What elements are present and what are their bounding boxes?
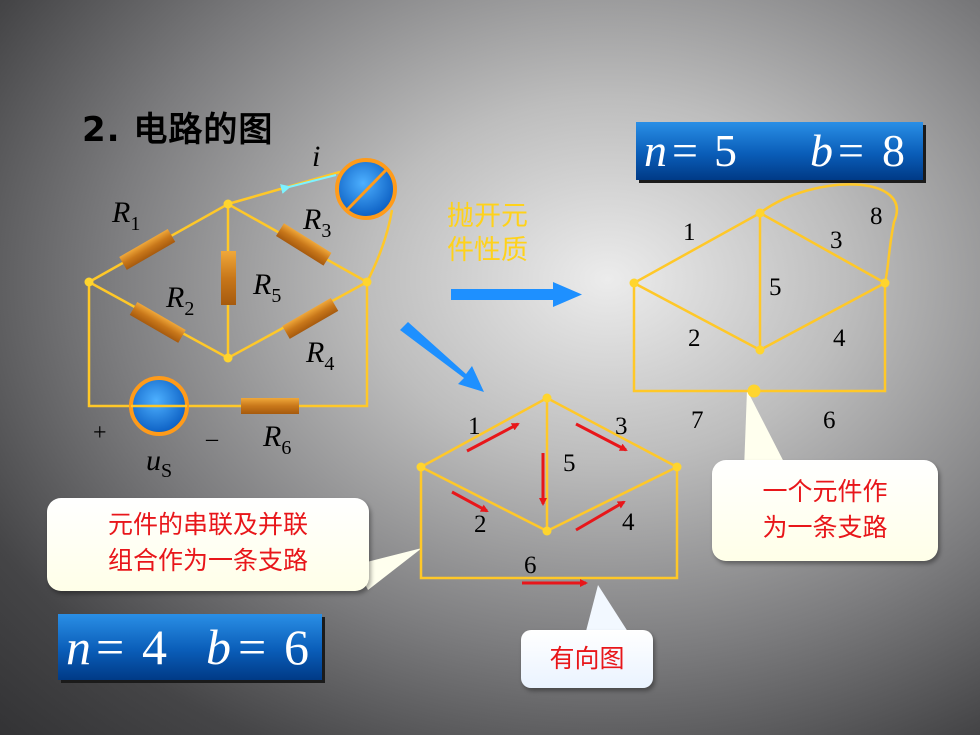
callout-tail xyxy=(585,585,630,635)
b-value: 8 xyxy=(882,125,905,176)
branch-label: 5 xyxy=(769,274,782,301)
arrow-branch-4 xyxy=(575,500,626,532)
b-variable: b xyxy=(206,619,231,675)
directed-graph-labels: 1 2 3 4 5 6 xyxy=(468,413,635,579)
circuit-wire xyxy=(365,209,394,283)
b-variable: b xyxy=(810,125,833,176)
callout-series-parallel: 元件的串联及并联 组合作为一条支路 xyxy=(47,498,369,591)
formula-nodes-branches-simplified: n = 4 b = 6 xyxy=(58,614,322,680)
b-value: 6 xyxy=(284,619,309,675)
full-graph xyxy=(632,183,898,393)
resistor-r1 xyxy=(119,228,176,270)
equals-sign: = xyxy=(672,125,698,176)
equals-sign: = xyxy=(838,125,864,176)
label-r4: R4 xyxy=(305,336,334,375)
label-r6: R6 xyxy=(262,420,291,459)
branch-direction-arrows xyxy=(451,422,628,587)
graph-node xyxy=(880,278,890,288)
arrow-branch-1 xyxy=(466,422,520,453)
label-line: 抛开元 xyxy=(447,201,528,232)
label-current-i: i xyxy=(312,140,320,173)
callout-tail xyxy=(355,548,422,590)
branch-label: 2 xyxy=(474,511,487,538)
full-graph-nodes xyxy=(629,208,890,398)
callout-tail xyxy=(744,390,788,470)
current-arrow-icon xyxy=(280,174,337,194)
page-title: 2. 电路的图 xyxy=(82,110,274,150)
callout-directed-graph: 有向图 xyxy=(521,630,653,688)
arrow-branch-2 xyxy=(451,490,489,513)
label-source-plus: + xyxy=(93,420,107,446)
transform-arrow-right-icon xyxy=(451,282,582,307)
branch-label: 4 xyxy=(833,325,846,352)
graph-node xyxy=(629,278,639,288)
circuit-wire xyxy=(87,282,369,408)
label-r2: R2 xyxy=(165,281,194,320)
circuit-nodes xyxy=(84,199,372,363)
label-line: 件性质 xyxy=(447,235,528,266)
branch-label: 3 xyxy=(830,227,843,254)
label-remove-element-properties: 抛开元 件性质 xyxy=(447,200,577,268)
n-variable: n xyxy=(644,125,667,176)
label-r3: R3 xyxy=(302,203,331,242)
label-r5: R5 xyxy=(252,268,281,307)
graph-node xyxy=(542,526,552,536)
branch-label: 6 xyxy=(524,552,537,579)
graph-node xyxy=(542,393,552,403)
label-source-minus: – xyxy=(205,426,219,452)
graph-node xyxy=(672,462,682,472)
label-r1: R1 xyxy=(111,196,140,235)
resistor-r6 xyxy=(241,398,299,414)
directed-graph-nodes xyxy=(416,393,682,536)
branch-label: 5 xyxy=(563,450,576,477)
callout-line: 一个元件作 xyxy=(762,477,888,506)
callout-line: 组合作为一条支路 xyxy=(107,546,308,575)
graph-node xyxy=(755,345,765,355)
circuit-wire xyxy=(227,170,341,206)
formula-nodes-branches-full: n = 5 b = 8 xyxy=(636,122,923,180)
n-variable: n xyxy=(66,619,91,675)
n-value: 5 xyxy=(714,125,737,176)
branch-label: 1 xyxy=(683,219,696,246)
equals-sign: = xyxy=(96,619,125,675)
current-source-slash xyxy=(345,168,388,212)
callout-line: 为一条支路 xyxy=(762,513,888,542)
graph-branch xyxy=(420,396,680,533)
branch-label: 2 xyxy=(688,325,701,352)
graph-node xyxy=(755,208,765,218)
callout-line: 元件的串联及并联 xyxy=(107,510,308,539)
circuit-node xyxy=(223,353,233,363)
label-source-voltage: uS xyxy=(146,444,172,482)
n-value: 4 xyxy=(142,619,167,675)
branch-label: 6 xyxy=(823,407,836,434)
resistor-r5 xyxy=(221,251,236,305)
branch-label: 3 xyxy=(615,413,628,440)
circuit-node xyxy=(223,199,233,209)
transform-arrow-down-icon xyxy=(400,322,484,392)
branch-label: 7 xyxy=(691,407,704,434)
directed-graph xyxy=(419,396,680,580)
graph-branch xyxy=(759,183,898,284)
branch-label: 8 xyxy=(870,203,883,230)
resistor-r2 xyxy=(129,301,186,343)
graph-branch xyxy=(419,467,679,580)
circuit-node xyxy=(84,277,94,287)
resistor-r4 xyxy=(282,297,339,339)
arrow-branch-3 xyxy=(575,422,628,452)
callout-each-element-branch: 一个元件作 为一条支路 xyxy=(712,460,938,561)
resistor-r3 xyxy=(276,223,332,266)
equals-sign: = xyxy=(238,619,267,675)
full-graph-labels: 1 2 3 4 5 6 7 8 xyxy=(683,203,883,434)
branch-label: 4 xyxy=(622,509,635,536)
circuit-node xyxy=(362,277,372,287)
graph-node xyxy=(416,462,426,472)
graph-node-series xyxy=(747,384,761,398)
branch-label: 1 xyxy=(468,413,481,440)
